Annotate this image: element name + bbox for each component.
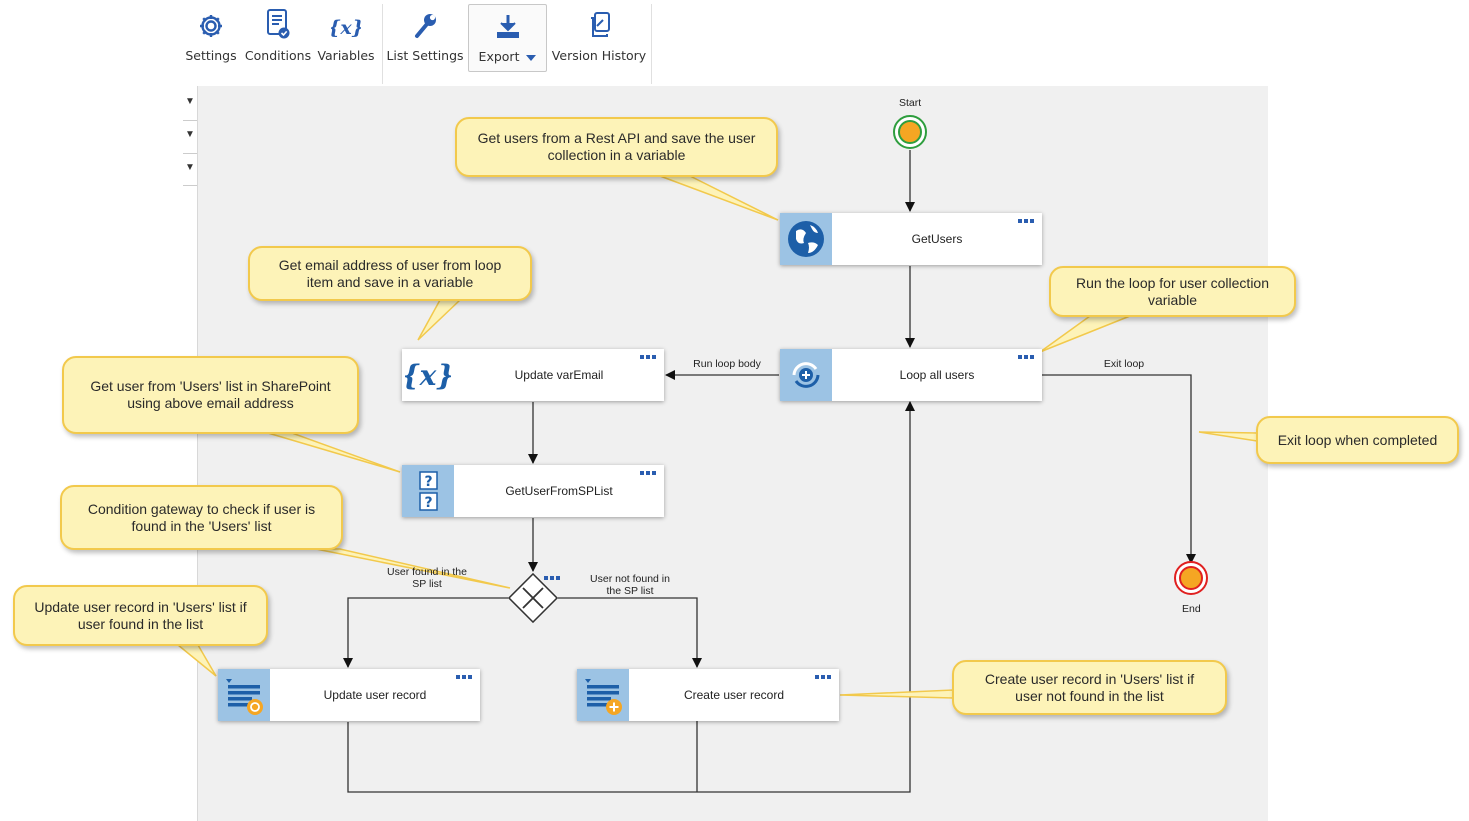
toolbar: Settings Conditions {x} Variables [180, 0, 654, 84]
toolbar-separator [382, 4, 383, 84]
callout-pointer [175, 644, 217, 677]
export-label: Export [478, 49, 520, 64]
node-menu-icon[interactable] [1018, 217, 1036, 225]
callout-condition: Condition gateway to check if user is fo… [60, 485, 343, 550]
callout-update-record: Update user record in 'Users' list if us… [13, 585, 268, 646]
collapse-arrow-icon[interactable]: ▼ [185, 96, 195, 107]
flow-label-user-found: User found in the SP list [387, 566, 467, 590]
document-check-icon [265, 4, 291, 40]
download-icon [494, 5, 522, 41]
list-add-icon [577, 669, 629, 721]
end-event-icon [1174, 561, 1208, 595]
action-node-create-user-record[interactable]: Create user record [577, 669, 839, 721]
flow-label-run-loop-body: Run loop body [693, 358, 761, 370]
callout-pointer [659, 175, 779, 221]
gear-icon [197, 4, 225, 40]
settings-button[interactable]: Settings [185, 4, 237, 70]
conditions-button[interactable]: Conditions [245, 4, 311, 70]
list-settings-button[interactable]: List Settings [386, 4, 464, 70]
node-label: GetUserFromSPList [505, 484, 613, 498]
start-label: Start [899, 97, 922, 109]
gateway-menu-icon [544, 576, 560, 580]
loop-icon [780, 349, 832, 401]
connector-gateway-create [558, 597, 702, 668]
callout-pointer [1198, 431, 1258, 442]
node-label: GetUsers [911, 232, 963, 246]
node-menu-icon[interactable] [640, 353, 658, 361]
divider [183, 120, 197, 121]
flow-label-exit-loop: Exit loop [1103, 358, 1145, 370]
node-menu-icon[interactable] [640, 469, 658, 477]
node-label: Loop all users [899, 368, 975, 382]
divider [183, 185, 197, 186]
divider [183, 153, 197, 154]
variable-braces-icon: {x} [331, 4, 361, 40]
callout-pointer [1039, 315, 1131, 353]
collapse-arrow-icon[interactable]: ▼ [185, 129, 195, 140]
start-event-icon [893, 115, 927, 149]
action-node-update-user-record[interactable]: Update user record [218, 669, 480, 721]
globe-icon [780, 213, 832, 265]
svg-text:?: ? [424, 474, 432, 490]
wrench-icon [411, 4, 439, 40]
callout-pointer [267, 432, 401, 473]
node-label: Update user record [323, 688, 427, 702]
callout-get-email: Get email address of user from loop item… [248, 246, 532, 301]
node-menu-icon[interactable] [456, 673, 474, 681]
callout-pointer [417, 299, 462, 341]
node-label: Create user record [683, 688, 785, 702]
svg-text:{x}: {x} [331, 17, 361, 39]
variables-button[interactable]: {x} Variables [317, 4, 374, 70]
caret-down-icon [526, 54, 537, 61]
connector-back-to-loop [347, 401, 915, 793]
callout-get-users: Get users from a Rest API and save the u… [455, 117, 778, 177]
svg-text:{x}: {x} [405, 359, 451, 392]
callout-exit-loop: Exit loop when completed [1256, 416, 1459, 464]
action-node-getusers[interactable]: GetUsers [780, 213, 1042, 265]
flow-label-user-not-found: User not found in the SP list [590, 573, 670, 597]
toolbar-separator [651, 4, 652, 84]
action-node-update-varemail[interactable]: {x} Update varEmail [402, 349, 664, 401]
list-update-icon [218, 669, 270, 721]
connector-gateway-update [343, 597, 508, 668]
node-menu-icon[interactable] [1018, 353, 1036, 361]
end-label: End [1182, 603, 1201, 615]
callout-get-user-sp: Get user from 'Users' list in SharePoint… [62, 356, 359, 434]
callout-run-loop: Run the loop for user collection variabl… [1049, 266, 1296, 317]
node-menu-icon[interactable] [815, 673, 833, 681]
version-history-button[interactable]: Version History [552, 4, 646, 70]
callout-create-record: Create user record in 'Users' list if us… [952, 660, 1227, 715]
node-label: Update varEmail [514, 368, 604, 382]
condition-gateway-icon [507, 572, 559, 624]
action-node-getuserfromsplist[interactable]: ? ? GetUserFromSPList [402, 465, 664, 517]
copy-documents-icon [585, 4, 613, 40]
variable-braces-icon: {x} [402, 349, 454, 401]
callout-pointer [839, 689, 954, 699]
question-list-icon: ? ? [402, 465, 454, 517]
collapse-arrow-icon[interactable]: ▼ [185, 162, 195, 173]
connector-exit-loop [1042, 374, 1196, 564]
export-button[interactable]: Export [468, 4, 547, 72]
svg-text:?: ? [424, 495, 432, 511]
action-node-loop-all-users[interactable]: Loop all users [780, 349, 1042, 401]
